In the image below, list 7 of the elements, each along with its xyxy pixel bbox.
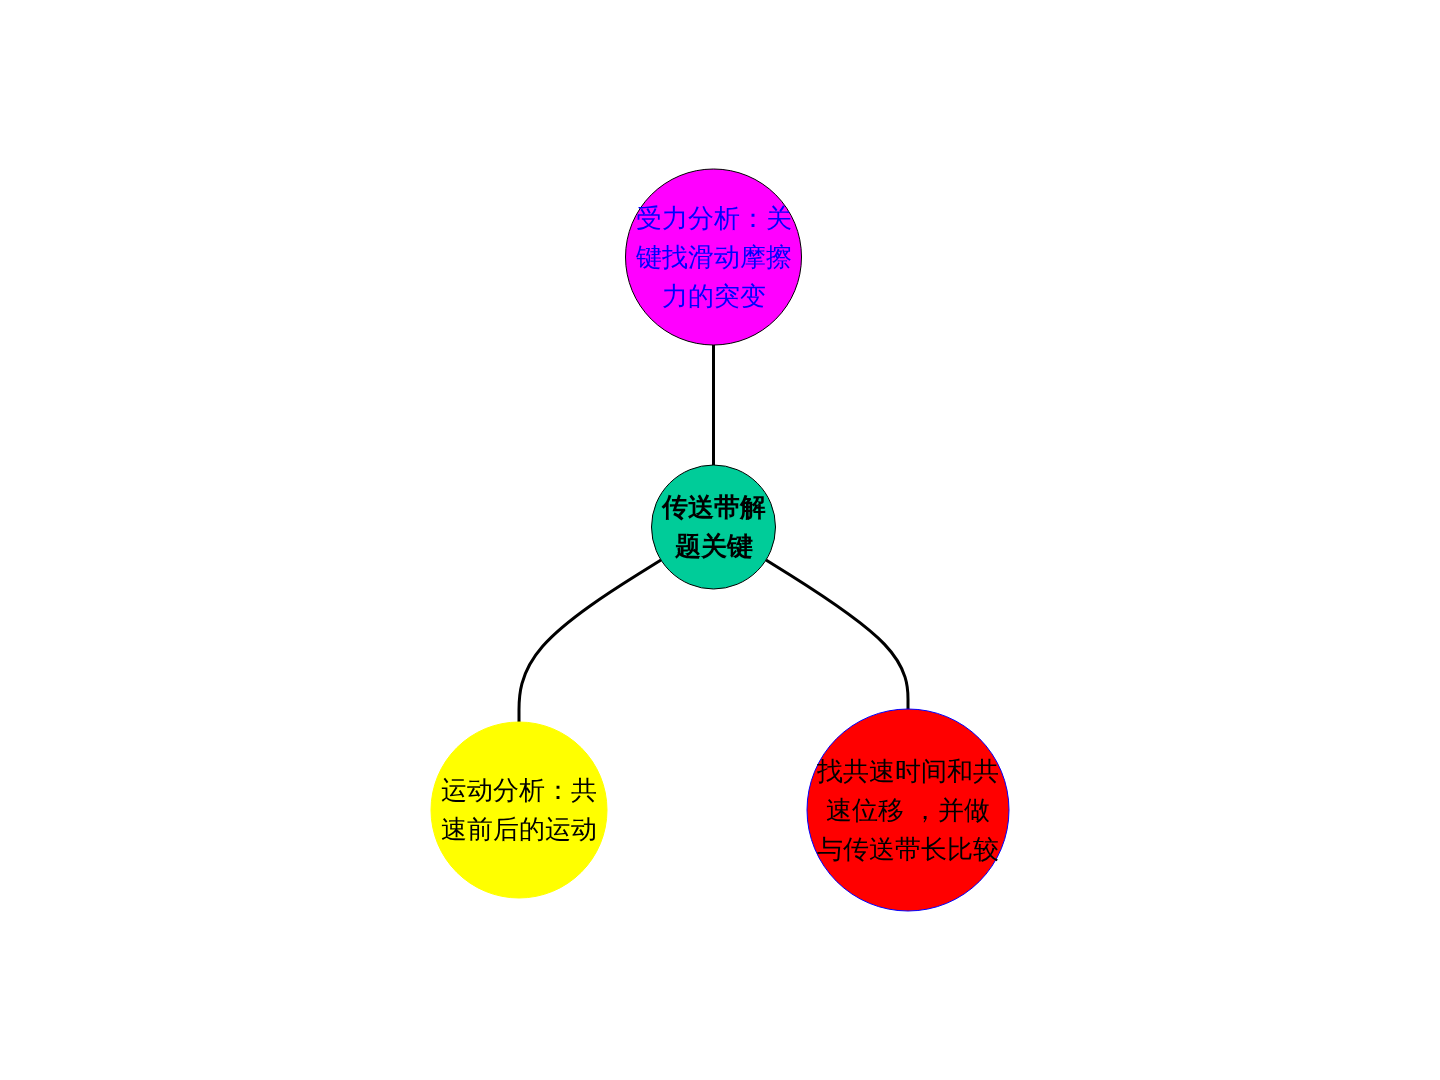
connector <box>765 558 910 709</box>
connector <box>517 558 662 722</box>
node-circle: 运动分析：共速前后的运动 <box>430 721 608 899</box>
node-circle: 受力分析：关键找滑动摩擦力的突变 <box>625 168 802 346</box>
connector <box>712 345 715 465</box>
node-circle: 传送带解题关键 <box>651 464 776 590</box>
node-circle: 找共速时间和共速位移 ，并做与传送带长比较 <box>806 708 1010 912</box>
